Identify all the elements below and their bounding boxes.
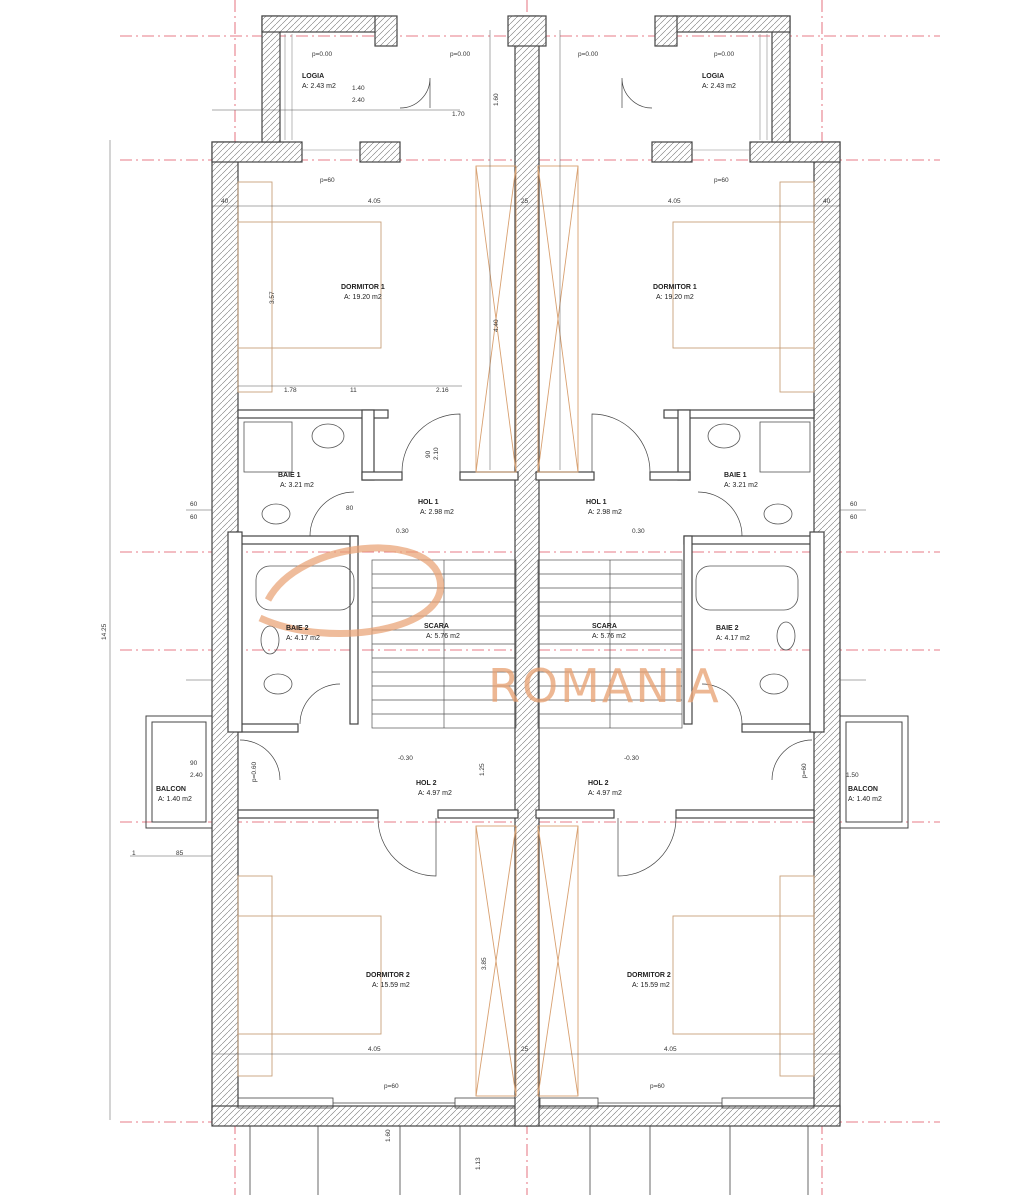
dim-p000-right: p=0.00 [714, 51, 734, 58]
loggia-right-name: LOGIA [702, 73, 724, 80]
voids [475, 165, 579, 1097]
dim-p60-bottom-right: p=60 [650, 1083, 665, 1090]
bath1-left-area: A: 3.21 m2 [280, 482, 314, 489]
room-labels: LOGIA A: 2.43 m2 LOGIA A: 2.43 m2 DORMIT… [156, 73, 882, 989]
stairs [371, 559, 683, 729]
dim-p000-left: p=0.00 [312, 51, 332, 58]
stairs-left-area: A: 5.76 m2 [426, 633, 460, 640]
dim-wall-40-right: 40 [823, 198, 831, 205]
dim-bottom-1: 1 [132, 850, 136, 857]
dim-seg-11: 11 [350, 387, 357, 394]
stairs-right-name: SCARA [592, 623, 617, 630]
stairs-left-name: SCARA [424, 623, 449, 630]
dim-p60-bottom-left: p=60 [384, 1083, 399, 1090]
bath1-right-area: A: 3.21 m2 [724, 482, 758, 489]
balconies [145, 715, 909, 829]
bed1-right-name: DORMITOR 1 [653, 284, 697, 291]
stairs-right-area: A: 5.76 m2 [592, 633, 626, 640]
dim-bed-width-bottom-left: 4.05 [368, 1046, 381, 1053]
bed1-left-area: A: 19.20 m2 [344, 294, 382, 301]
dim-wall-bottom: 25 [521, 1046, 529, 1053]
bed2-left-area: A: 15.59 m2 [372, 982, 410, 989]
dim-p60-top-left: p=60 [320, 177, 335, 184]
dim-loggia-inner: 1.70 [452, 111, 465, 118]
dim-wall-top: 25 [521, 198, 529, 205]
door-swings [239, 77, 813, 877]
hall1-right-name: HOL 1 [586, 499, 607, 506]
bottom-windows [237, 1097, 815, 1195]
dim-p60-side: p=60 [801, 763, 808, 778]
dim-w60b: 60 [190, 514, 198, 521]
hall1-left-area: A: 2.98 m2 [420, 509, 454, 516]
dim-w60c: 60 [850, 501, 858, 508]
dim-seg-178: 1.78 [284, 387, 297, 394]
outer-walls [211, 15, 841, 1127]
dim-bed-width-top-right: 4.05 [668, 198, 681, 205]
hall2-left-area: A: 4.97 m2 [418, 790, 452, 797]
balcony-right-area: A: 1.40 m2 [848, 796, 882, 803]
dim-w60a: 60 [190, 501, 198, 508]
bath2-right-name: BAIE 2 [716, 625, 739, 632]
dim-p060: p=0.60 [251, 762, 258, 782]
dim-p60-top-right: p=60 [714, 177, 729, 184]
bed1-left-name: DORMITOR 1 [341, 284, 385, 291]
bath2-left-area: A: 4.17 m2 [286, 635, 320, 642]
dim-bed-width-bottom-right: 4.05 [664, 1046, 677, 1053]
bath1-left-name: BAIE 1 [278, 472, 301, 479]
balcony-left-name: BALCON [156, 786, 186, 793]
dim-loggia-w1: 1.40 [352, 85, 365, 92]
level-mark-c: -0.30 [398, 755, 413, 762]
bed2-right-name: DORMITOR 2 [627, 972, 671, 979]
dim-balcony-240: 2.40 [190, 772, 203, 779]
dim-loggia-w2: 2.40 [352, 97, 365, 104]
balcony-left-area: A: 1.40 m2 [158, 796, 192, 803]
dim-w60d: 60 [850, 514, 858, 521]
bed1-right-area: A: 19.20 m2 [656, 294, 694, 301]
bed2-left-name: DORMITOR 2 [366, 972, 410, 979]
watermark-text: ROMANIA [488, 659, 721, 713]
dim-bed2-depth: 3.85 [481, 957, 488, 970]
dimension-lines [109, 30, 866, 1120]
furniture [237, 181, 815, 1077]
dim-bed-depth: 3.57 [269, 291, 276, 304]
dim-bottom-113: 1.13 [475, 1157, 482, 1170]
hall1-left-name: HOL 1 [418, 499, 439, 506]
dim-p000-mid-right: p=0.00 [578, 51, 598, 58]
level-mark-d: -0.30 [624, 755, 639, 762]
dim-balcony-90: 90 [190, 760, 198, 767]
hall2-right-name: HOL 2 [588, 780, 609, 787]
level-mark-a: 0.30 [396, 528, 409, 535]
dim-total-height: 14.25 [101, 623, 108, 640]
loggia-left-name: LOGIA [302, 73, 324, 80]
hall2-right-area: A: 4.97 m2 [588, 790, 622, 797]
level-mark-b: 0.30 [632, 528, 645, 535]
dim-seg-216: 2.16 [436, 387, 449, 394]
bath2-right-area: A: 4.17 m2 [716, 635, 750, 642]
hall2-left-name: HOL 2 [416, 780, 437, 787]
loggia-left-area: A: 2.43 m2 [302, 83, 336, 90]
dimension-texts: 14.25 4.05 4.05 4.05 4.05 25 25 40 40 3.… [101, 51, 859, 1170]
loggia-right-area: A: 2.43 m2 [702, 83, 736, 90]
hall1-right-area: A: 2.98 m2 [588, 509, 622, 516]
dim-bottom-160: 1.60 [385, 1129, 392, 1142]
bed2-right-area: A: 15.59 m2 [632, 982, 670, 989]
bath2-left-name: BAIE 2 [286, 625, 309, 632]
dim-door-210: 2.10 [433, 447, 440, 460]
dim-void-top: 4.40 [493, 319, 500, 332]
dim-wall-40-left: 40 [221, 198, 229, 205]
dim-bottom-85: 85 [176, 850, 184, 857]
loggia-railings [284, 34, 768, 151]
dim-loggia-depth: 1.60 [493, 93, 500, 106]
dim-door-90: 90 [425, 450, 432, 458]
dim-stair-125: 1.25 [479, 763, 486, 776]
bath1-right-name: BAIE 1 [724, 472, 747, 479]
dim-balcony-150: 1.50 [846, 772, 859, 779]
dim-p000-mid-left: p=0.00 [450, 51, 470, 58]
dim-door-80: 80 [346, 505, 354, 512]
balcony-right-name: BALCON [848, 786, 878, 793]
dim-bed-width-top-left: 4.05 [368, 198, 381, 205]
watermark: ROMANIA [258, 544, 721, 713]
